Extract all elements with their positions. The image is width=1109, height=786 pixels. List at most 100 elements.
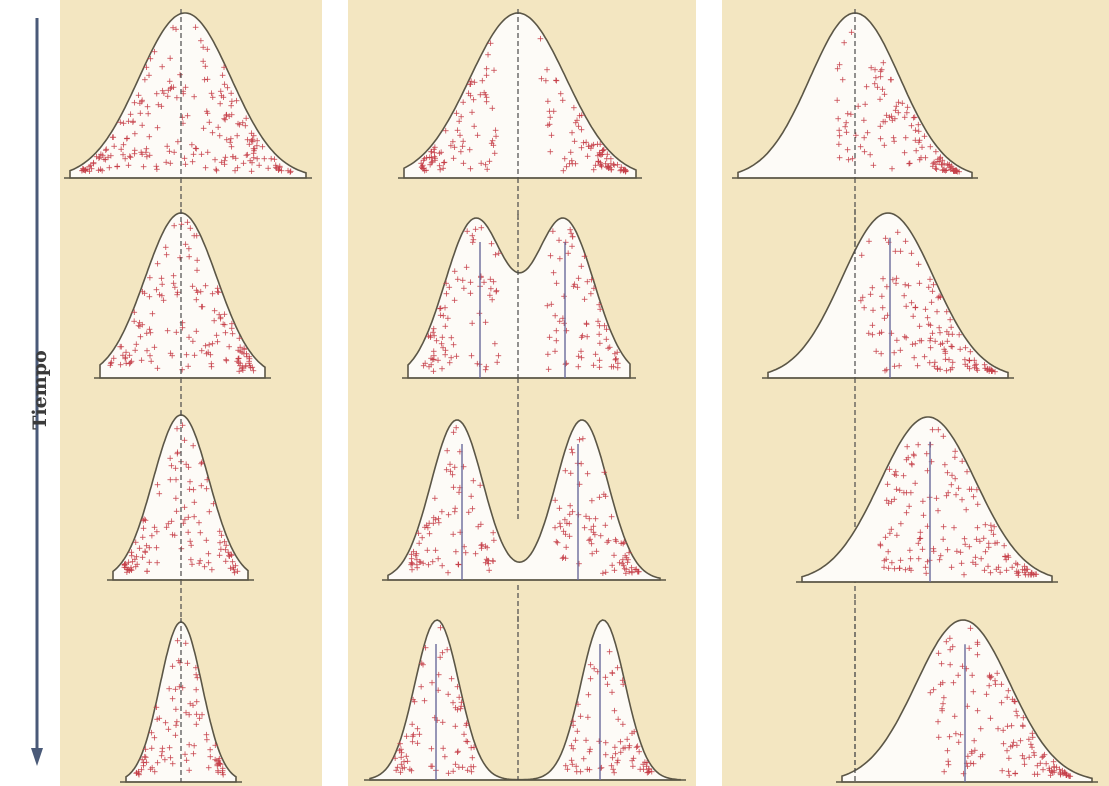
individual-dot: + <box>561 155 569 165</box>
individual-dot: + <box>973 535 981 545</box>
individual-dot: + <box>879 274 887 284</box>
individual-dot: + <box>193 266 201 276</box>
individual-dot: + <box>153 162 161 172</box>
individual-dot: + <box>576 480 584 490</box>
individual-dot: + <box>915 127 923 137</box>
individual-dot: + <box>247 363 255 373</box>
individual-dot: + <box>106 164 114 174</box>
individual-dot: + <box>908 121 916 131</box>
individual-dot: + <box>467 77 475 87</box>
individual-dot: + <box>225 343 233 353</box>
individual-dot: + <box>442 127 450 137</box>
individual-dot: + <box>870 161 878 171</box>
individual-dot: + <box>190 750 198 760</box>
individual-dot: + <box>191 498 199 508</box>
individual-dot: + <box>884 480 892 490</box>
individual-dot: + <box>596 363 604 373</box>
individual-dot: + <box>474 131 482 141</box>
individual-dot: + <box>897 519 905 529</box>
individual-dot: + <box>172 721 180 731</box>
individual-dot: + <box>938 660 946 670</box>
individual-dot: + <box>917 528 925 538</box>
individual-dot: + <box>477 520 485 530</box>
individual-dot: + <box>903 109 911 119</box>
individual-dot: + <box>564 765 572 775</box>
individual-dot: + <box>140 163 148 173</box>
individual-dot: + <box>487 39 495 49</box>
individual-dot: + <box>147 765 155 775</box>
individual-dot: + <box>140 761 148 771</box>
individual-dot: + <box>938 704 946 714</box>
individual-dot: + <box>1020 713 1028 723</box>
individual-dot: + <box>1050 758 1058 768</box>
individual-dot: + <box>839 75 847 85</box>
individual-dot: + <box>569 159 577 169</box>
individual-dot: + <box>113 163 121 173</box>
individual-dot: + <box>172 25 180 35</box>
individual-dot: + <box>538 75 546 85</box>
individual-dot: + <box>930 281 938 291</box>
individual-dot: + <box>199 57 207 67</box>
individual-dot: + <box>160 89 168 99</box>
individual-dot: + <box>553 326 561 336</box>
individual-dot: + <box>1041 751 1049 761</box>
individual-dot: + <box>467 164 475 174</box>
individual-dot: + <box>421 359 429 369</box>
individual-dot: + <box>232 154 240 164</box>
individual-dot: + <box>392 766 400 776</box>
individual-dot: + <box>859 293 867 303</box>
individual-dot: + <box>163 142 171 152</box>
individual-dot: + <box>484 51 492 61</box>
individual-dot: + <box>493 358 501 368</box>
individual-dot: + <box>198 711 206 721</box>
individual-dot: + <box>857 142 865 152</box>
individual-dot: + <box>132 538 140 548</box>
individual-dot: + <box>208 566 216 576</box>
individual-dot: + <box>575 560 583 570</box>
individual-dot: + <box>958 495 966 505</box>
individual-dot: + <box>973 485 981 495</box>
individual-dot: + <box>151 523 159 533</box>
individual-dot: + <box>182 83 190 93</box>
individual-dot: + <box>172 731 180 741</box>
individual-dot: + <box>154 260 162 270</box>
individual-dot: + <box>840 38 848 48</box>
individual-dot: + <box>953 547 961 557</box>
individual-dot: + <box>933 307 941 317</box>
individual-dot: + <box>604 344 612 354</box>
individual-dot: + <box>962 506 970 516</box>
individual-dot: + <box>125 161 133 171</box>
individual-dot: + <box>609 754 617 764</box>
individual-dot: + <box>548 131 556 141</box>
individual-dot: + <box>466 146 474 156</box>
individual-dot: + <box>584 713 592 723</box>
individual-dot: + <box>599 569 607 579</box>
individual-dot: + <box>645 766 653 776</box>
individual-dot: + <box>897 346 905 356</box>
individual-dot: + <box>583 320 591 330</box>
individual-dot: + <box>588 496 596 506</box>
individual-dot: + <box>1005 687 1013 697</box>
individual-dot: + <box>441 752 449 762</box>
individual-dot: + <box>205 341 213 351</box>
individual-dot: + <box>208 362 216 372</box>
individual-dot: + <box>585 142 593 152</box>
individual-dot: + <box>937 680 945 690</box>
individual-dot: + <box>908 460 916 470</box>
individual-dot: + <box>205 764 213 774</box>
individual-dot: + <box>878 292 886 302</box>
individual-dot: + <box>566 510 574 520</box>
individual-dot: + <box>90 159 98 169</box>
individual-dot: + <box>974 523 982 533</box>
individual-dot: + <box>888 525 896 535</box>
individual-dot: + <box>223 357 231 367</box>
individual-dot: + <box>974 651 982 661</box>
individual-dot: + <box>557 523 565 533</box>
individual-dot: + <box>438 508 446 518</box>
individual-dot: + <box>958 457 966 467</box>
individual-dot: + <box>476 481 484 491</box>
time-axis-text: Tiempo <box>29 350 51 430</box>
individual-dot: + <box>127 110 135 120</box>
individual-dot: + <box>437 304 445 314</box>
individual-dot: + <box>187 541 195 551</box>
